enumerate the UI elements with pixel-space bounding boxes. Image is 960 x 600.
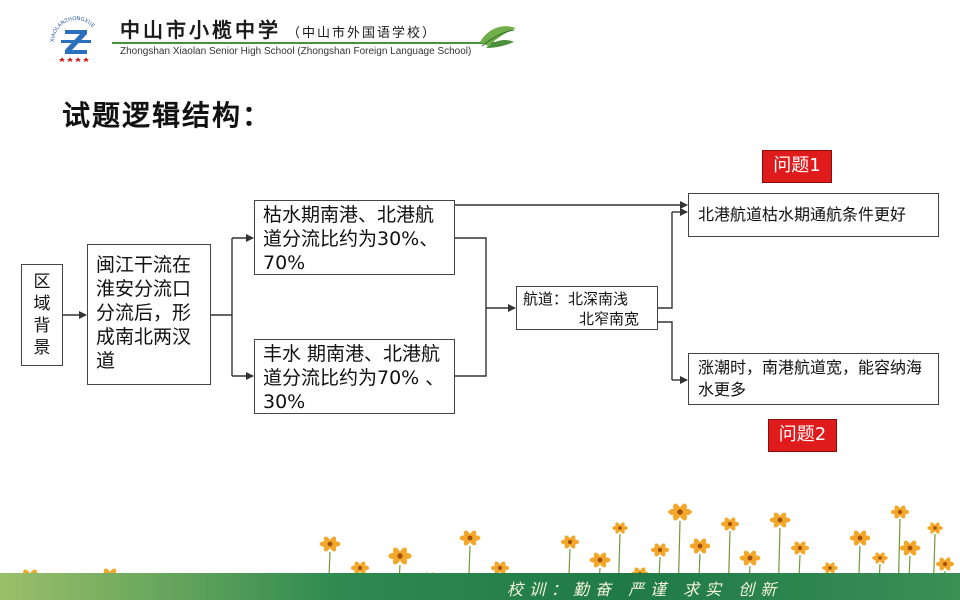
- region-char: 景: [33, 338, 51, 358]
- flower-center: [777, 517, 783, 523]
- region-char: 背: [33, 316, 51, 336]
- wet-season-box: 丰水 期南港、北港航道分流比约为70% 、30%: [254, 339, 455, 414]
- dry-season-box: 枯水期南港、北港航道分流比约为30%、70%: [254, 200, 455, 275]
- flower-center: [727, 521, 733, 527]
- channel-down-line: [658, 321, 673, 380]
- flower-center: [618, 526, 622, 530]
- region-char: 区: [33, 272, 51, 292]
- slide-title: 试题逻辑结构：: [62, 99, 273, 132]
- flower-center: [697, 543, 703, 549]
- header-divider: [112, 42, 507, 44]
- flower-center: [357, 565, 363, 571]
- channel-box: 航道：北深南浅 北窄南宽: [516, 286, 658, 330]
- flower-center: [897, 509, 903, 515]
- school-motto: 校训：勤奋 严谨 求实 创新: [507, 580, 783, 599]
- region-background-box: 区 域 背 景: [21, 264, 63, 366]
- flower-center: [942, 561, 948, 567]
- flower-center: [497, 565, 503, 571]
- channel-up-line: [658, 212, 673, 309]
- slide-header: XIAOLANZHONGXUE 中山市小榄中学 （中山市外国语学校） Zhongs…: [0, 0, 960, 70]
- flower-center: [657, 547, 663, 553]
- flower-center: [857, 535, 863, 541]
- flower-center: [878, 556, 882, 560]
- region-char: 域: [33, 294, 51, 314]
- flower-center: [327, 541, 333, 547]
- flower-center: [747, 555, 753, 561]
- motto-band: [0, 573, 960, 600]
- school-logo: XIAOLANZHONGXUE: [50, 16, 96, 62]
- flower-center: [907, 545, 913, 551]
- school-name-cn: 中山市小榄中学 （中山市外国语学校）: [120, 14, 437, 43]
- minjiang-split-box: 闽江干流在淮安分流口分流后，形成南北两汊道: [87, 244, 211, 385]
- channel-line-2: 北窄南宽: [579, 310, 640, 328]
- channel-line-1: 航道：北深南浅: [523, 290, 629, 308]
- question-1-tag: 问题1: [762, 150, 832, 183]
- school-name-main: 中山市小榄中学: [120, 18, 281, 42]
- flower-center: [828, 566, 832, 570]
- merge-bracket: [455, 237, 487, 377]
- school-name-en: Zhongshan Xiaolan Senior High School (Zh…: [120, 46, 472, 57]
- flower-center: [677, 509, 683, 515]
- svg-text:XIAOLANZHONGXUE: XIAOLANZHONGXUE: [50, 16, 96, 42]
- north-channel-box: 北港航道枯水期通航条件更好: [688, 193, 939, 237]
- question-2-tag: 问题2: [768, 419, 837, 452]
- leaf-decoration-icon: [480, 26, 516, 48]
- flower-center: [397, 553, 403, 559]
- flower-center: [467, 535, 473, 541]
- flower-center: [567, 539, 573, 545]
- flower-center: [933, 526, 937, 530]
- tide-box: 涨潮时，南港航道宽，能容纳海水更多: [688, 353, 939, 405]
- flower-center: [597, 557, 603, 563]
- flower-center: [797, 545, 803, 551]
- school-name-sub: （中山市外国语学校）: [287, 26, 438, 41]
